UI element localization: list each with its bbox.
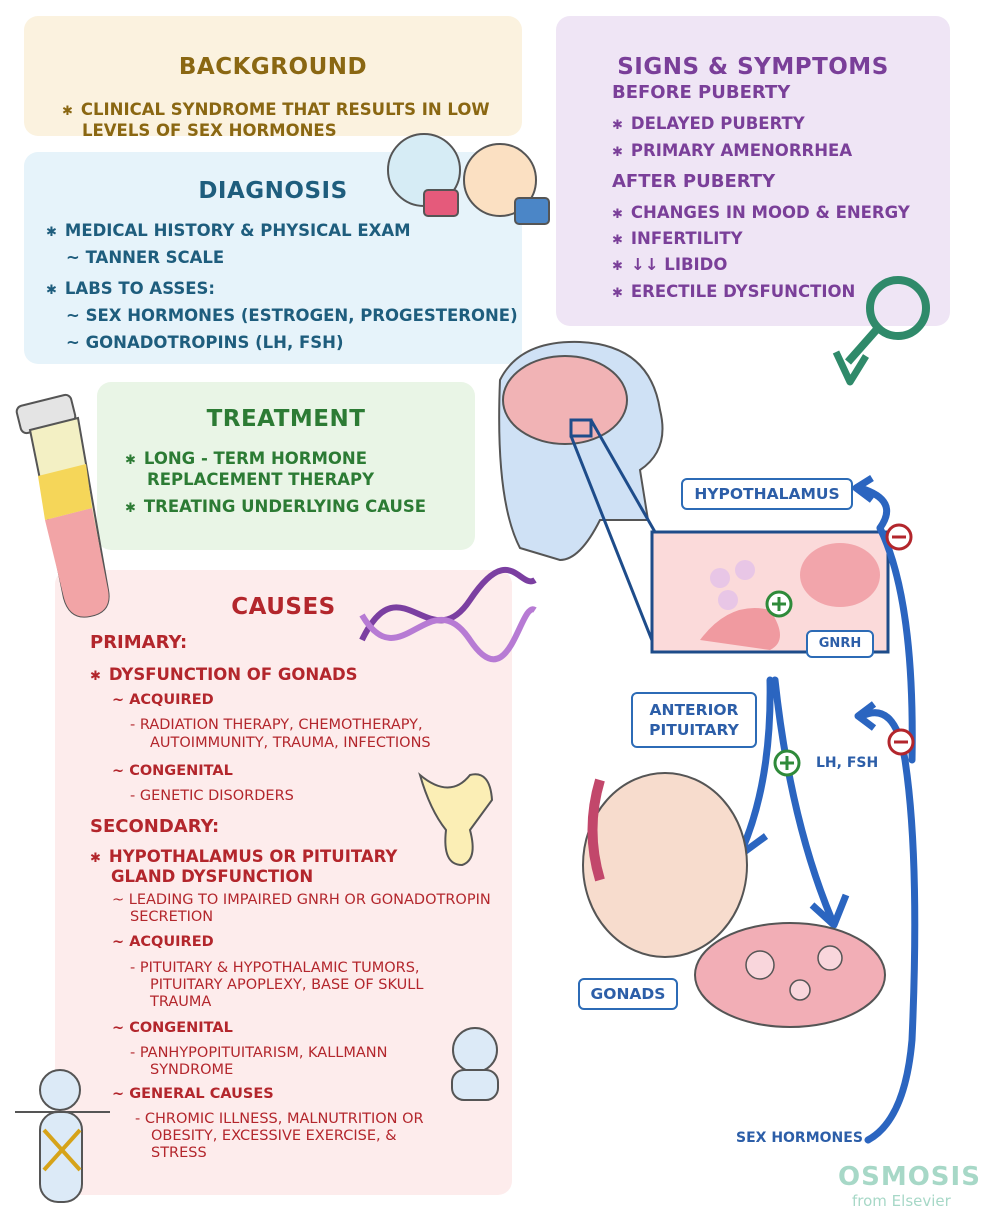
- after-puberty-heading: AFTER PUBERTY: [612, 171, 776, 192]
- secondary-congenital-line-1: - PANHYPOPITUITARISM, KALLMANN: [130, 1045, 388, 1061]
- secondary-acquired-line-1: - PITUITARY & HYPOTHALAMIC TUMORS,: [130, 960, 420, 976]
- secondary-item-line-2: GLAND DYSFUNCTION: [111, 867, 314, 886]
- brand-sub: from Elsevier: [852, 1192, 951, 1210]
- diagnosis-item-2-sub-2: ~ GONADOTROPINS (LH, FSH): [66, 333, 344, 352]
- treatment-title: TREATMENT: [206, 406, 366, 432]
- sign-item: ↓↓ LIBIDO: [612, 254, 728, 277]
- ovary-icon: [694, 922, 886, 1028]
- primary-item: DYSFUNCTION of GONADS: [90, 664, 358, 687]
- sex-hormones-label: SEX HORMONES: [736, 1130, 863, 1146]
- background-panel: BACKGROUND CLINICAL SYNDROME that RESULT…: [24, 16, 522, 140]
- diagnosis-item-1: MEDICAL HISTORY & PHYSICAL EXAM: [46, 220, 411, 243]
- primary-congenital: ~ CONGENITAL: [112, 763, 233, 779]
- primary-congenital-line-1: - GENETIC DISORDERS: [130, 788, 294, 804]
- gnrh-label: GNRH: [806, 630, 874, 658]
- signs-title: SIGNS & SYMPTOMS: [617, 54, 889, 80]
- secondary-acquired: ~ ACQUIRED: [112, 934, 214, 950]
- causes-title: CAUSES: [231, 594, 336, 620]
- secondary-heading: SECONDARY:: [90, 816, 220, 837]
- sign-item: PRIMARY AMENORRHEA: [612, 140, 852, 163]
- primary-heading: PRIMARY:: [90, 632, 188, 653]
- osmosis-logo: OSMOSIS from Elsevier: [838, 1162, 981, 1210]
- plus-sign-icon: [773, 749, 801, 777]
- brand-name: OSMOSIS: [838, 1162, 981, 1192]
- general-causes-line-3: STRESS: [151, 1145, 207, 1161]
- feedback-arrows: [738, 484, 919, 1144]
- testis-icon: [582, 772, 748, 958]
- hypothalamus-label: HYPOTHALAMUS: [681, 478, 853, 510]
- causes-panel: CAUSES PRIMARY: DYSFUNCTION of GONADS ~ …: [55, 570, 512, 1195]
- dna-icon: [359, 567, 537, 663]
- before-puberty-heading: BEFORE PUBERTY: [612, 82, 791, 103]
- treatment-item-1-line-2: REPLACEMENT THERAPY: [147, 470, 375, 489]
- secondary-acquired-line-3: TRAUMA: [150, 994, 212, 1010]
- gonads-label: GONADS: [578, 978, 678, 1010]
- lh-fsh-label: LH, FSH: [816, 755, 879, 771]
- secondary-congenital: ~ CONGENITAL: [112, 1020, 233, 1036]
- gland-icon: [418, 772, 494, 867]
- male-symbol-icon: [832, 276, 930, 386]
- primary-acquired: ~ ACQUIRED: [112, 692, 214, 708]
- treatment-item-2: TREATING UNDERLYING CAUSE: [125, 496, 426, 519]
- sign-item: CHANGES in MOOD & ENERGY: [612, 202, 910, 225]
- secondary-leading-line-1: ~ leading to IMPAIRED GnRH or GONADOTROP…: [112, 892, 491, 908]
- background-line-2: LEVELS of SEX HORMONES: [82, 121, 337, 140]
- general-causes-line-1: - CHROMIC ILLNESS, MALNUTRITION or: [135, 1111, 424, 1127]
- minus-sign-icon: [887, 728, 915, 756]
- test-tube-icon: [15, 393, 110, 618]
- anterior-pituitary-line-2: PITUITARY: [649, 721, 739, 739]
- secondary-leading-line-2: SECRETION: [130, 909, 214, 925]
- background-title: BACKGROUND: [178, 54, 368, 80]
- general-causes-line-2: OBESITY, EXCESSIVE EXERCISE, &: [151, 1128, 397, 1144]
- anterior-pituitary-line-1: ANTERIOR: [649, 701, 739, 719]
- minus-sign-icon: [885, 523, 913, 551]
- secondary-item-line-1: HYPOTHALAMUS or PITUITARY: [90, 846, 397, 869]
- plus-sign-icon: [765, 590, 793, 618]
- signs-panel: SIGNS & SYMPTOMS BEFORE PUBERTY DELAYED …: [556, 16, 950, 326]
- secondary-acquired-line-2: PITUITARY APOPLEXY, BASE of SKULL: [150, 977, 424, 993]
- treatment-item-1-line-1: LONG - TERM HORMONE: [125, 448, 367, 471]
- diagnosis-item-1-sub: ~ TANNER SCALE: [66, 248, 225, 267]
- head-brain-icon: [498, 340, 664, 649]
- diagnosis-title: DIAGNOSIS: [198, 178, 348, 204]
- anterior-pituitary-label: ANTERIOR PITUITARY: [631, 692, 757, 748]
- general-causes: ~ GENERAL CAUSES: [112, 1086, 274, 1102]
- sign-item: DELAYED PUBERTY: [612, 113, 805, 136]
- background-line-1: CLINICAL SYNDROME that RESULTS in LOW: [62, 99, 490, 122]
- cell-characters-icon: [387, 133, 550, 225]
- diagnosis-item-2-sub-1: ~ SEX HORMONES (ESTROGEN, PROGESTERONE): [66, 306, 518, 325]
- stressed-person-icon: [451, 1027, 499, 1101]
- diagnosis-item-2: LABS to ASSES:: [46, 278, 215, 301]
- secondary-congenital-line-2: SYNDROME: [150, 1062, 234, 1078]
- sign-item: ERECTILE DYSFUNCTION: [612, 281, 855, 304]
- person-measuring-icon: [15, 1069, 110, 1203]
- primary-acquired-line-1: - RADIATION THERAPY, CHEMOTHERAPY,: [130, 717, 423, 733]
- primary-acquired-line-2: AUTOIMMUNITY, TRAUMA, INFECTIONS: [150, 735, 431, 751]
- treatment-panel: TREATMENT LONG - TERM HORMONE REPLACEMEN…: [97, 382, 475, 550]
- sign-item: INFERTILITY: [612, 228, 743, 251]
